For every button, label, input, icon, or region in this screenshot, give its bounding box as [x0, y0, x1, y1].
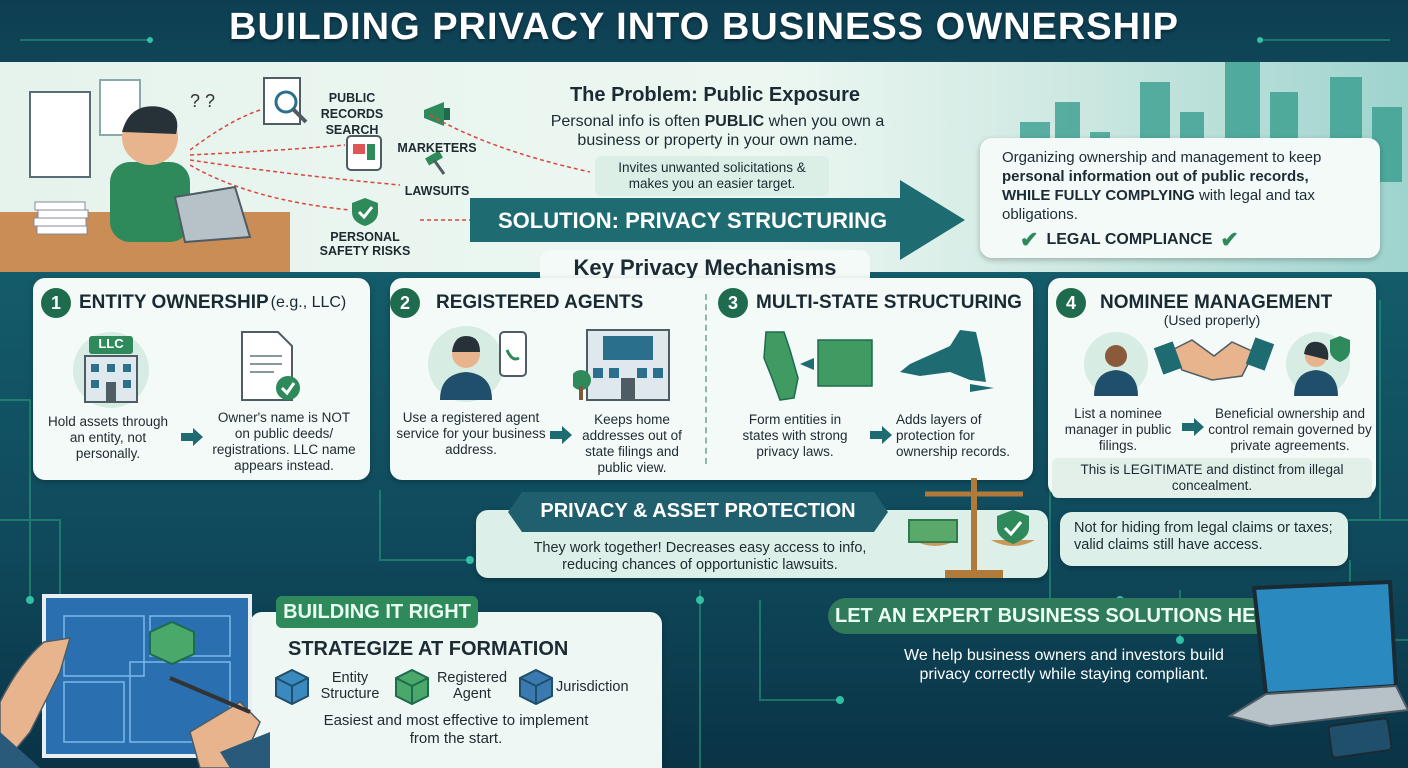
building-card: [250, 612, 662, 768]
protection-banner: [508, 492, 888, 532]
mechanism-note: This is LEGITIMATE and distinct from ill…: [1052, 458, 1372, 498]
arrow-right-icon: [181, 428, 203, 446]
problem-heading: The Problem: Public Exposure: [569, 84, 861, 106]
arrow-right-icon: [870, 426, 892, 444]
mechanism-left-text: Form entities in states with strong priv…: [742, 412, 848, 459]
office-building-icon: [573, 329, 670, 401]
main-title: BUILDING PRIVACY INTO BUSINESS OWNERSHIP: [229, 6, 1179, 48]
shield-check-icon: [352, 198, 378, 226]
entity-structure-cube-icon: [275, 668, 309, 706]
arrow-right-icon: [550, 426, 572, 444]
svg-text:? ?: ? ?: [190, 91, 215, 111]
mechanism-left-text: Use a registered agent service for your …: [396, 410, 546, 457]
mechanism-left-text: List a nominee manager in public filings…: [1064, 406, 1172, 453]
protection-label: PRIVACY & ASSET PROTECTION: [540, 500, 856, 522]
mechanism-header: 3 MULTI-STATE STRUCTURING: [718, 288, 1022, 318]
new-york-map-icon: [900, 330, 994, 392]
document-check-icon: [241, 331, 300, 401]
mechanism-subtitle: (Used properly): [1163, 312, 1261, 328]
risk-public-records: PUBLIC RECORDS SEARCH: [320, 91, 384, 137]
expert-text: We help business owners and investors bu…: [904, 647, 1224, 683]
solution-description-card: Organizing ownership and management to k…: [980, 138, 1380, 258]
state-maps-icon: [763, 331, 873, 401]
protection-text: They work together! Decreases easy acces…: [533, 540, 867, 573]
check-icon: ✔: [1020, 227, 1039, 252]
stressed-business-owner-illustration: ? ?: [0, 79, 290, 272]
check-icon: ✔: [1220, 227, 1239, 252]
legal-compliance-badge: ✔ LEGAL COMPLIANCE ✔: [1020, 227, 1239, 252]
jurisdiction-cube-icon: [519, 668, 553, 706]
risk-lawsuits: LAWSUITS: [404, 184, 470, 198]
scale-balance-icon: [908, 478, 1035, 578]
laptop-illustration: [1227, 580, 1408, 759]
marketers-mail-icon: [346, 135, 382, 171]
mechanism-right-text: Owner's name is NOT on public deeds/ reg…: [212, 410, 356, 473]
mechanism-header: 2 REGISTERED AGENTS: [390, 288, 643, 318]
risk-marketers: MARKETERS: [397, 141, 477, 155]
building-label: BUILDING IT RIGHT: [276, 596, 478, 628]
mechanism-left-text: Hold assets through an entity, not perso…: [47, 414, 169, 461]
llc-building-icon: [73, 332, 149, 408]
solution-label: SOLUTION: PRIVACY STRUCTURING: [498, 208, 888, 233]
public-records-search-icon: [263, 77, 308, 125]
receptionist-phone-icon: [428, 326, 527, 402]
protection-caveat-card: Not for hiding from legal claims or taxe…: [1060, 512, 1348, 566]
building-item-registered-agent: Registered Agent: [436, 670, 508, 702]
arrow-right-icon: [1182, 418, 1204, 436]
blueprint-planning-illustration: [0, 594, 270, 768]
risk-personal-safety: PERSONAL SAFETY RISKS: [319, 230, 411, 258]
mechanism-header: 1 ENTITY OWNERSHIP (e.g., LLC): [41, 288, 346, 318]
problem-note: Invites unwanted solicitations & makes y…: [595, 156, 829, 196]
mechanism-right-text: Keeps home addresses out of state filing…: [582, 412, 682, 475]
mechanism-right-text: Adds layers of protection for ownership …: [896, 412, 1011, 459]
registered-agent-cube-icon: [395, 668, 429, 706]
building-footer: Easiest and most effective to implement …: [323, 712, 589, 747]
mechanism-card-entity-ownership: 1 ENTITY OWNERSHIP (e.g., LLC) LLC Hold …: [33, 278, 370, 480]
problem-text: Personal info is often PUBLIC when you o…: [550, 113, 885, 149]
expert-label: LET AN EXPERT BUSINESS SOLUTIONS HELP: [828, 598, 1288, 634]
building-heading: STRATEGIZE AT FORMATION: [288, 638, 569, 660]
mechanism-card-agents-multistate: 2 REGISTERED AGENTS Use a registered age…: [390, 278, 1033, 480]
mechanism-right-text: Beneficial ownership and control remain …: [1208, 406, 1372, 453]
gavel-icon: [425, 152, 446, 175]
building-item-jurisdiction: Jurisdiction: [556, 679, 629, 695]
mechanism-header: 4 NOMINEE MANAGEMENT: [1056, 288, 1332, 318]
llc-badge: LLC: [98, 336, 124, 351]
building-item-entity-structure: Entity Structure: [320, 670, 380, 702]
card-divider: [705, 294, 707, 464]
handshake-illustration: [1084, 332, 1350, 396]
mechanism-card-nominee-management: 4 NOMINEE MANAGEMENT (Used properly) Lis…: [1048, 278, 1376, 498]
solution-arrow: [470, 180, 965, 260]
